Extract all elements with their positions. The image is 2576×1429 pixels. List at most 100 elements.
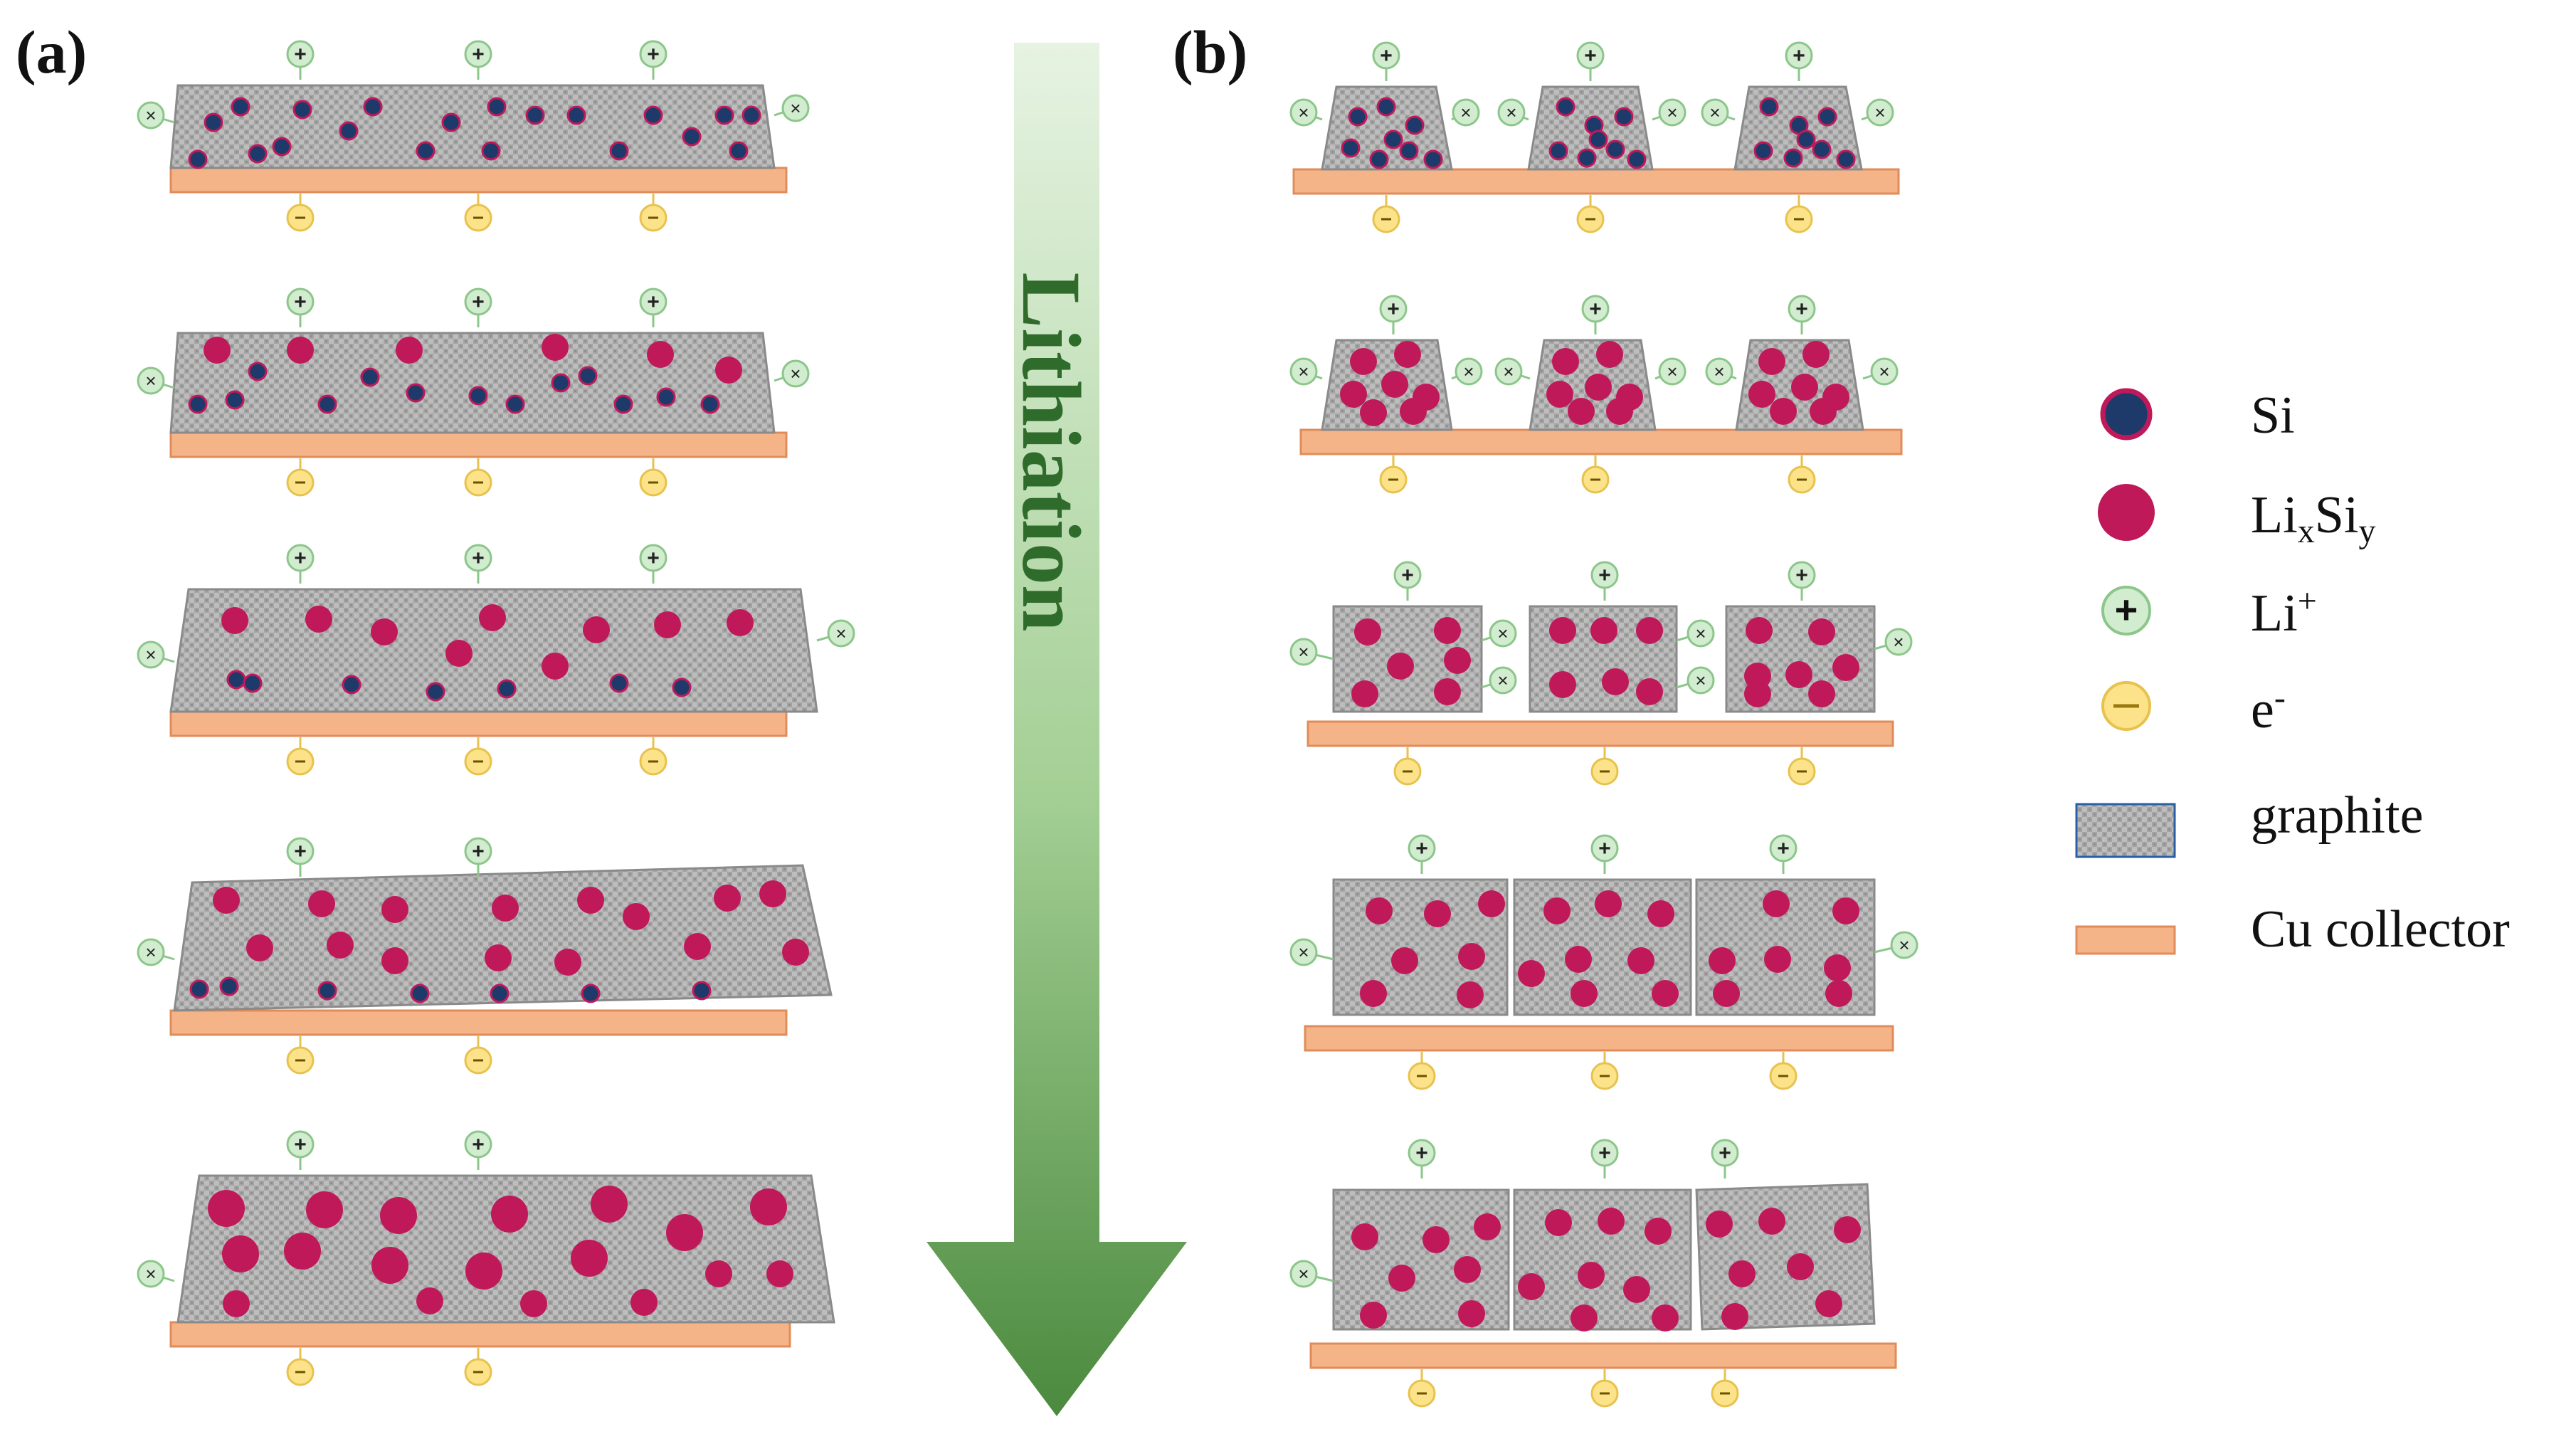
li-ion-glyph: +	[1598, 837, 1611, 860]
li-ion-icon	[1658, 98, 1686, 127]
si-particle	[416, 141, 436, 161]
lixsiy-particle	[1764, 946, 1791, 973]
li-ion-glyph: +	[1380, 44, 1393, 68]
lixsiy-particle	[1721, 1303, 1748, 1330]
si-particle	[1399, 141, 1419, 161]
li-ion-icon	[1686, 666, 1715, 695]
li-ion-icon	[464, 544, 492, 572]
lixsiy-particle	[554, 949, 581, 976]
li-ion-glyph: +	[647, 43, 660, 66]
lixsiy-particle	[1709, 947, 1736, 974]
lixsiy-particle	[1457, 981, 1484, 1008]
li-ion-glyph: ×	[835, 623, 846, 644]
lixsiy-particle	[381, 947, 408, 974]
si-particle	[292, 100, 312, 120]
legend-item-graphite: graphite	[2075, 786, 2423, 858]
li-ion-icon	[1497, 98, 1526, 127]
si-particle	[1759, 97, 1779, 117]
si-particle	[714, 105, 734, 125]
lithiation-arrow: Lithiation	[927, 43, 1187, 1416]
lixsiy-particle	[1758, 1208, 1785, 1235]
li-ion-glyph: ×	[1463, 361, 1474, 382]
lixsiy-particle	[213, 887, 240, 914]
lixsiy-particle	[1351, 680, 1378, 707]
si-particle	[231, 97, 250, 117]
li-ion-icon	[1289, 357, 1318, 386]
si-particle	[1817, 107, 1837, 127]
li-ion-icon	[1590, 561, 1619, 589]
si-particle	[1348, 107, 1368, 127]
legend-item-electron: e-	[2101, 679, 2286, 739]
si-particle	[188, 394, 208, 414]
li-ion-glyph: ×	[145, 942, 156, 963]
li-ion-glyph: ×	[145, 105, 156, 126]
lixsiy-particle	[1424, 900, 1451, 927]
lixsiy-particle	[1746, 617, 1773, 644]
si-particle	[248, 144, 268, 164]
li-ion-glyph: +	[1777, 837, 1790, 860]
lixsiy-particle	[204, 337, 231, 364]
lixsiy-particle	[1381, 371, 1408, 398]
si-particle	[487, 97, 507, 117]
cu-collector	[1307, 720, 1894, 747]
lixsiy-particle	[1728, 1260, 1756, 1287]
li-ion-glyph: ×	[1899, 934, 1909, 956]
lixsiy-particle	[1758, 348, 1785, 375]
li-ion-icon	[1890, 931, 1918, 959]
li-ion-icon	[1489, 619, 1517, 648]
si-particle	[339, 121, 359, 141]
li-ion-icon	[1884, 628, 1913, 656]
si-particle	[317, 394, 337, 414]
li-ion-glyph: ×	[145, 644, 156, 665]
lixsiy-particle	[306, 1191, 343, 1228]
li-ion-glyph: +	[1589, 297, 1602, 321]
lixsiy-particle	[1458, 943, 1485, 970]
panel-b-stage-5: +++×	[1289, 1139, 1897, 1408]
li-ion-icon	[1785, 41, 1813, 70]
li-ion-icon	[639, 288, 667, 316]
li-ion-icon	[464, 40, 492, 68]
li-ion-glyph: ×	[1298, 641, 1309, 663]
lixsiy-particle	[1815, 1290, 1842, 1317]
panel-b-stage-3: +++××××××	[1289, 561, 1913, 786]
si-particle	[1423, 149, 1443, 169]
si-particle	[497, 679, 517, 699]
si-particle	[551, 373, 571, 393]
lixsiy-particle	[485, 944, 512, 971]
cu-collector	[169, 1321, 791, 1348]
lixsiy-particle	[1808, 680, 1835, 707]
li-ion-glyph: +	[1795, 297, 1808, 321]
li-ion-icon	[781, 94, 810, 122]
graphite-layer	[169, 332, 776, 434]
si-particle	[468, 386, 488, 406]
si-particle	[1796, 130, 1816, 149]
lixsiy-particle	[571, 1240, 608, 1277]
li-ion-icon	[1701, 98, 1729, 127]
lixsiy-particle	[371, 618, 398, 645]
lixsiy-particle	[1713, 980, 1740, 1007]
li-ion-icon	[1870, 357, 1899, 386]
lixsiy-particle	[308, 890, 335, 917]
lixsiy-particle	[1824, 954, 1851, 981]
legend-label-cu: Cu collector	[2251, 900, 2510, 959]
lixsiy-particle	[1360, 980, 1387, 1007]
lixsiy-particle	[491, 1196, 528, 1233]
li-ion-glyph: ×	[1874, 102, 1885, 123]
li-ion-icon	[1686, 619, 1715, 648]
li-ion-icon	[1289, 98, 1318, 127]
li-ion-icon	[827, 619, 855, 648]
li-ion-icon	[464, 837, 492, 865]
lixsiy-particle	[1549, 617, 1576, 644]
lixsiy-particle	[381, 896, 408, 923]
li-ion-icon	[1289, 638, 1318, 666]
li-ion-icon	[781, 359, 810, 388]
panel-b-stage-4: +++××	[1289, 834, 1918, 1090]
legend-item-lisi: LixSiy	[2098, 484, 2375, 550]
si-particle	[525, 105, 545, 125]
panel-a-label: (a)	[16, 18, 87, 86]
lixsiy-particle	[1400, 398, 1427, 425]
li-ion-glyph: ×	[1497, 670, 1508, 691]
lixsiy-particle	[684, 933, 711, 960]
lixsiy-particle	[305, 606, 332, 633]
